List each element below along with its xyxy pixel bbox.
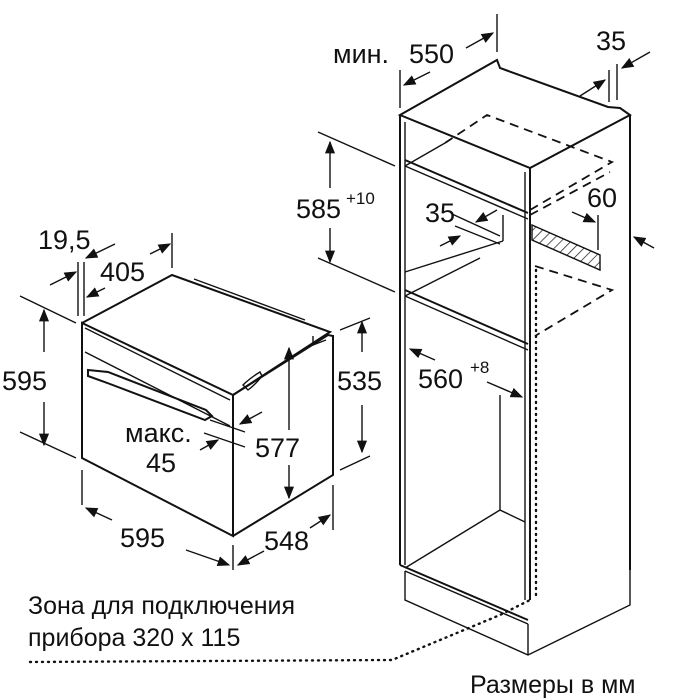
dim-oven-depth: 548 (264, 526, 309, 556)
dim-min-depth: 550 (409, 39, 454, 69)
max-label: макс. (125, 418, 192, 448)
cabinet-drawing (28, 58, 632, 664)
connection-zone-line2: прибора 320 x 115 (28, 624, 240, 652)
dim-niche-height-tolerance: +10 (346, 189, 375, 208)
cabinet-dimension-lines (317, 14, 655, 398)
dim-shelf-gap: 35 (425, 198, 455, 228)
dim-niche-height: 585 (296, 194, 341, 224)
dim-niche-width-tolerance: +8 (470, 358, 489, 377)
units-note: Размеры в мм (470, 671, 635, 699)
oven-dimension-lines (19, 233, 371, 570)
min-label: мин. (333, 39, 389, 69)
dim-niche-width: 560 (418, 364, 463, 394)
dim-oven-height: 595 (2, 366, 47, 396)
dim-body-height: 577 (255, 433, 300, 463)
dim-oven-width: 595 (120, 523, 165, 553)
dim-rear-gap: 35 (596, 26, 626, 56)
dim-top-depth: 405 (100, 257, 145, 287)
dim-rear-height: 535 (337, 366, 382, 396)
notes: Зона для подключения прибора 320 x 115 Р… (28, 592, 635, 699)
dim-front-panel-depth: 19,5 (38, 225, 91, 255)
dim-max-value: 45 (146, 448, 176, 478)
dimension-labels: 19,5 405 595 595 548 577 535 макс. 45 ми… (2, 26, 626, 556)
dim-vent-depth: 60 (587, 183, 617, 213)
connection-zone-line1: Зона для подключения (28, 592, 295, 620)
oven-drawing (81, 273, 334, 538)
